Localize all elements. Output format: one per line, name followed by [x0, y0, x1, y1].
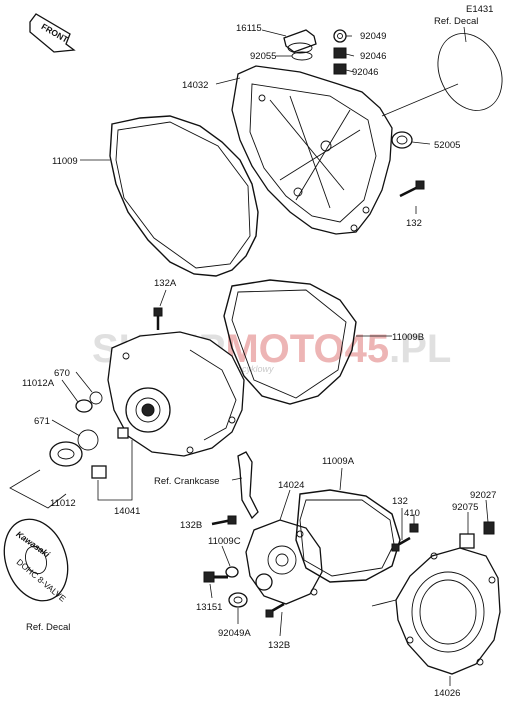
bracket-ref-crankcase [237, 451, 259, 520]
seal-92049a [228, 592, 248, 608]
dowel-pin-a [91, 465, 107, 479]
label-132b-left: 132B [180, 520, 202, 531]
label-14041: 14041 [114, 506, 140, 517]
label-670: 670 [54, 368, 70, 379]
drain-bolt-13151 [203, 571, 228, 583]
o-ring-670 [89, 391, 103, 405]
label-14024: 14024 [278, 480, 304, 491]
label-16115: 16115 [236, 23, 262, 34]
clutch-cover-14032 [231, 65, 393, 235]
bolt-132b-bottom [265, 602, 285, 618]
collar-92075 [459, 533, 475, 549]
label-410: 410 [404, 508, 420, 519]
label-ref-decal-bottom: Ref. Decal [26, 622, 70, 633]
pickup-cover-14026 [371, 547, 501, 675]
gasket-11009b [223, 279, 357, 405]
label-92049a: 92049A [218, 628, 251, 639]
seal-52005 [391, 131, 413, 149]
filler-cap-16115 [283, 29, 317, 54]
label-92046-b: 92046 [352, 67, 378, 78]
bearing-92046-b [333, 63, 347, 75]
label-52005: 52005 [434, 140, 460, 151]
bolt-132-right [391, 536, 411, 552]
label-92075: 92075 [452, 502, 478, 513]
plug-11012 [49, 441, 83, 467]
washer-410 [409, 523, 419, 533]
label-132a: 132A [154, 278, 177, 289]
label-132b-bottom: 132B [268, 640, 290, 651]
label-671: 671 [34, 416, 50, 427]
label-132-top: 132 [406, 218, 422, 229]
seal-92049 [333, 29, 347, 43]
bolt-132a [153, 307, 163, 330]
label-13151: 13151 [196, 602, 222, 613]
bolt-132b-left [211, 515, 237, 526]
label-92027: 92027 [470, 490, 496, 501]
front-arrow: FRONT [29, 13, 76, 53]
label-11012a: 11012A [22, 378, 55, 389]
o-ring-671 [77, 429, 99, 451]
plug-11012a [75, 399, 93, 413]
label-11012: 11012 [50, 498, 76, 509]
bearing-92046-a [333, 47, 347, 59]
label-11009: 11009 [52, 156, 78, 167]
label-11009a: 11009A [322, 456, 355, 467]
dowel-pin-b [117, 427, 129, 439]
label-ref-decal-top: Ref. Decal [434, 16, 478, 27]
label-92049: 92049 [360, 31, 386, 42]
label-14032: 14032 [182, 80, 208, 91]
label-ref-crankcase: Ref. Crankcase [154, 476, 219, 487]
water-pump-14024 [245, 519, 323, 605]
label-11009c: 11009C [208, 536, 241, 547]
label-92046-a: 92046 [360, 51, 386, 62]
diagram-code: E1431 [466, 4, 493, 15]
label-92055: 92055 [250, 51, 276, 62]
o-ring-11009c [225, 566, 239, 578]
gasket-11009 [109, 115, 259, 277]
label-11009b: 11009B [392, 332, 424, 343]
gasket-11009a [295, 489, 401, 583]
decal-circle-top [437, 33, 503, 111]
bolt-132-top [399, 180, 425, 198]
label-132-right: 132 [392, 496, 408, 507]
alternator-cover-14041 [107, 331, 245, 457]
grommet-92027 [483, 521, 495, 535]
decal-kawasaki: Kawasaki DOHC 8-VALVE [3, 518, 69, 604]
label-14026: 14026 [434, 688, 460, 699]
